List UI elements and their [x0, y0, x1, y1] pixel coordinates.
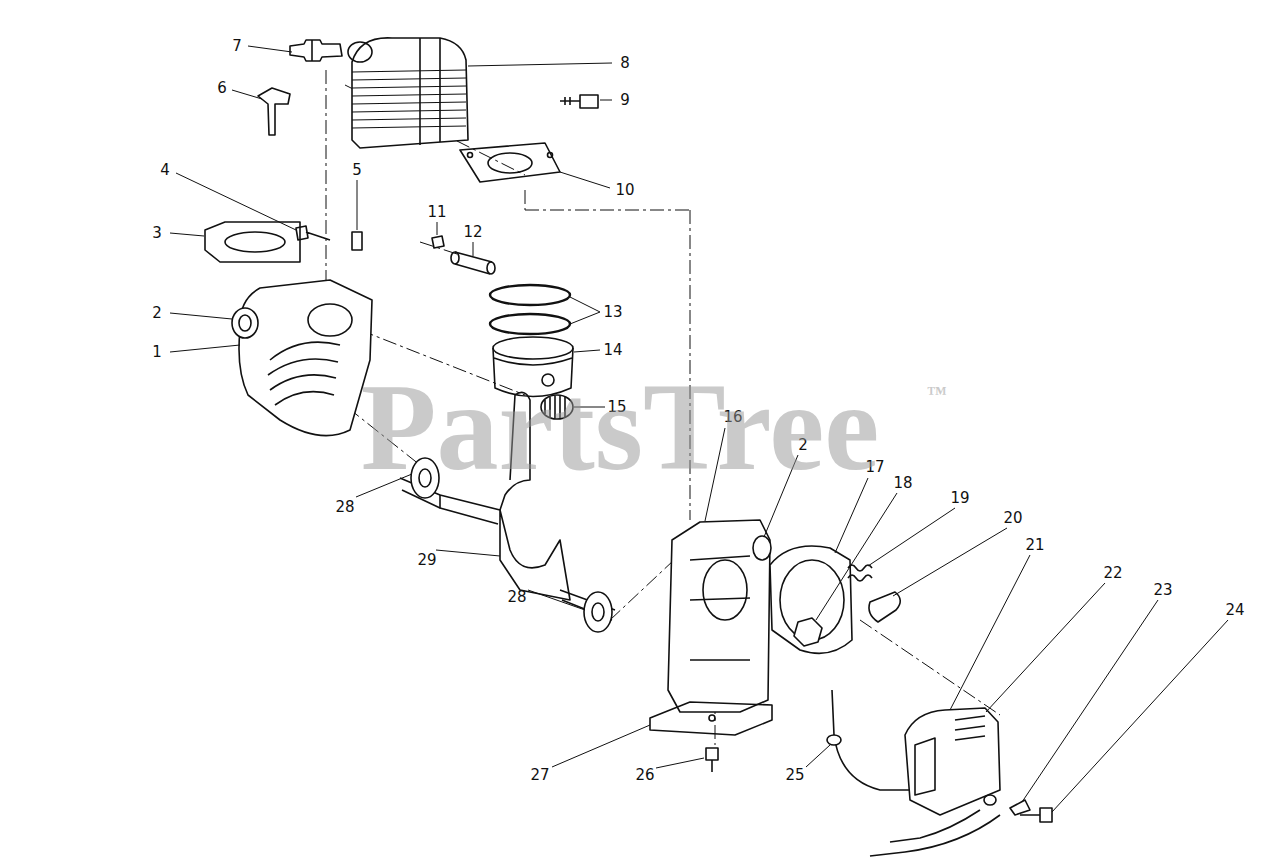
callout-number: 23	[1153, 583, 1172, 598]
callout-number: 11	[427, 205, 446, 220]
callout-number: 29	[417, 553, 436, 568]
callout-number: 14	[603, 343, 622, 358]
callout-number: 24	[1225, 603, 1244, 618]
callout-number: 7	[232, 39, 242, 54]
trademark-sign: ™	[927, 383, 947, 403]
callout-number: 27	[530, 768, 549, 783]
callout-number: 2	[152, 306, 162, 321]
callout-number: 8	[620, 56, 630, 71]
callout-number: 22	[1103, 566, 1122, 581]
callout-number: 28	[335, 500, 354, 515]
callout-number: 20	[1003, 511, 1022, 526]
callout-number: 12	[463, 225, 482, 240]
callout-number: 6	[217, 81, 227, 96]
callout-number: 10	[615, 183, 634, 198]
callout-number: 3	[152, 226, 162, 241]
callout-number: 21	[1025, 538, 1044, 553]
watermark: PartsTree	[361, 366, 880, 490]
callout-number: 13	[603, 305, 622, 320]
callout-number: 5	[352, 163, 362, 178]
callout-number: 18	[893, 476, 912, 491]
callout-number: 19	[950, 491, 969, 506]
callout-number: 28	[507, 590, 526, 605]
callout-number: 4	[160, 163, 170, 178]
callout-number: 26	[635, 768, 654, 783]
callout-number: 25	[785, 768, 804, 783]
callout-number: 1	[152, 345, 162, 360]
callout-number: 9	[620, 93, 630, 108]
